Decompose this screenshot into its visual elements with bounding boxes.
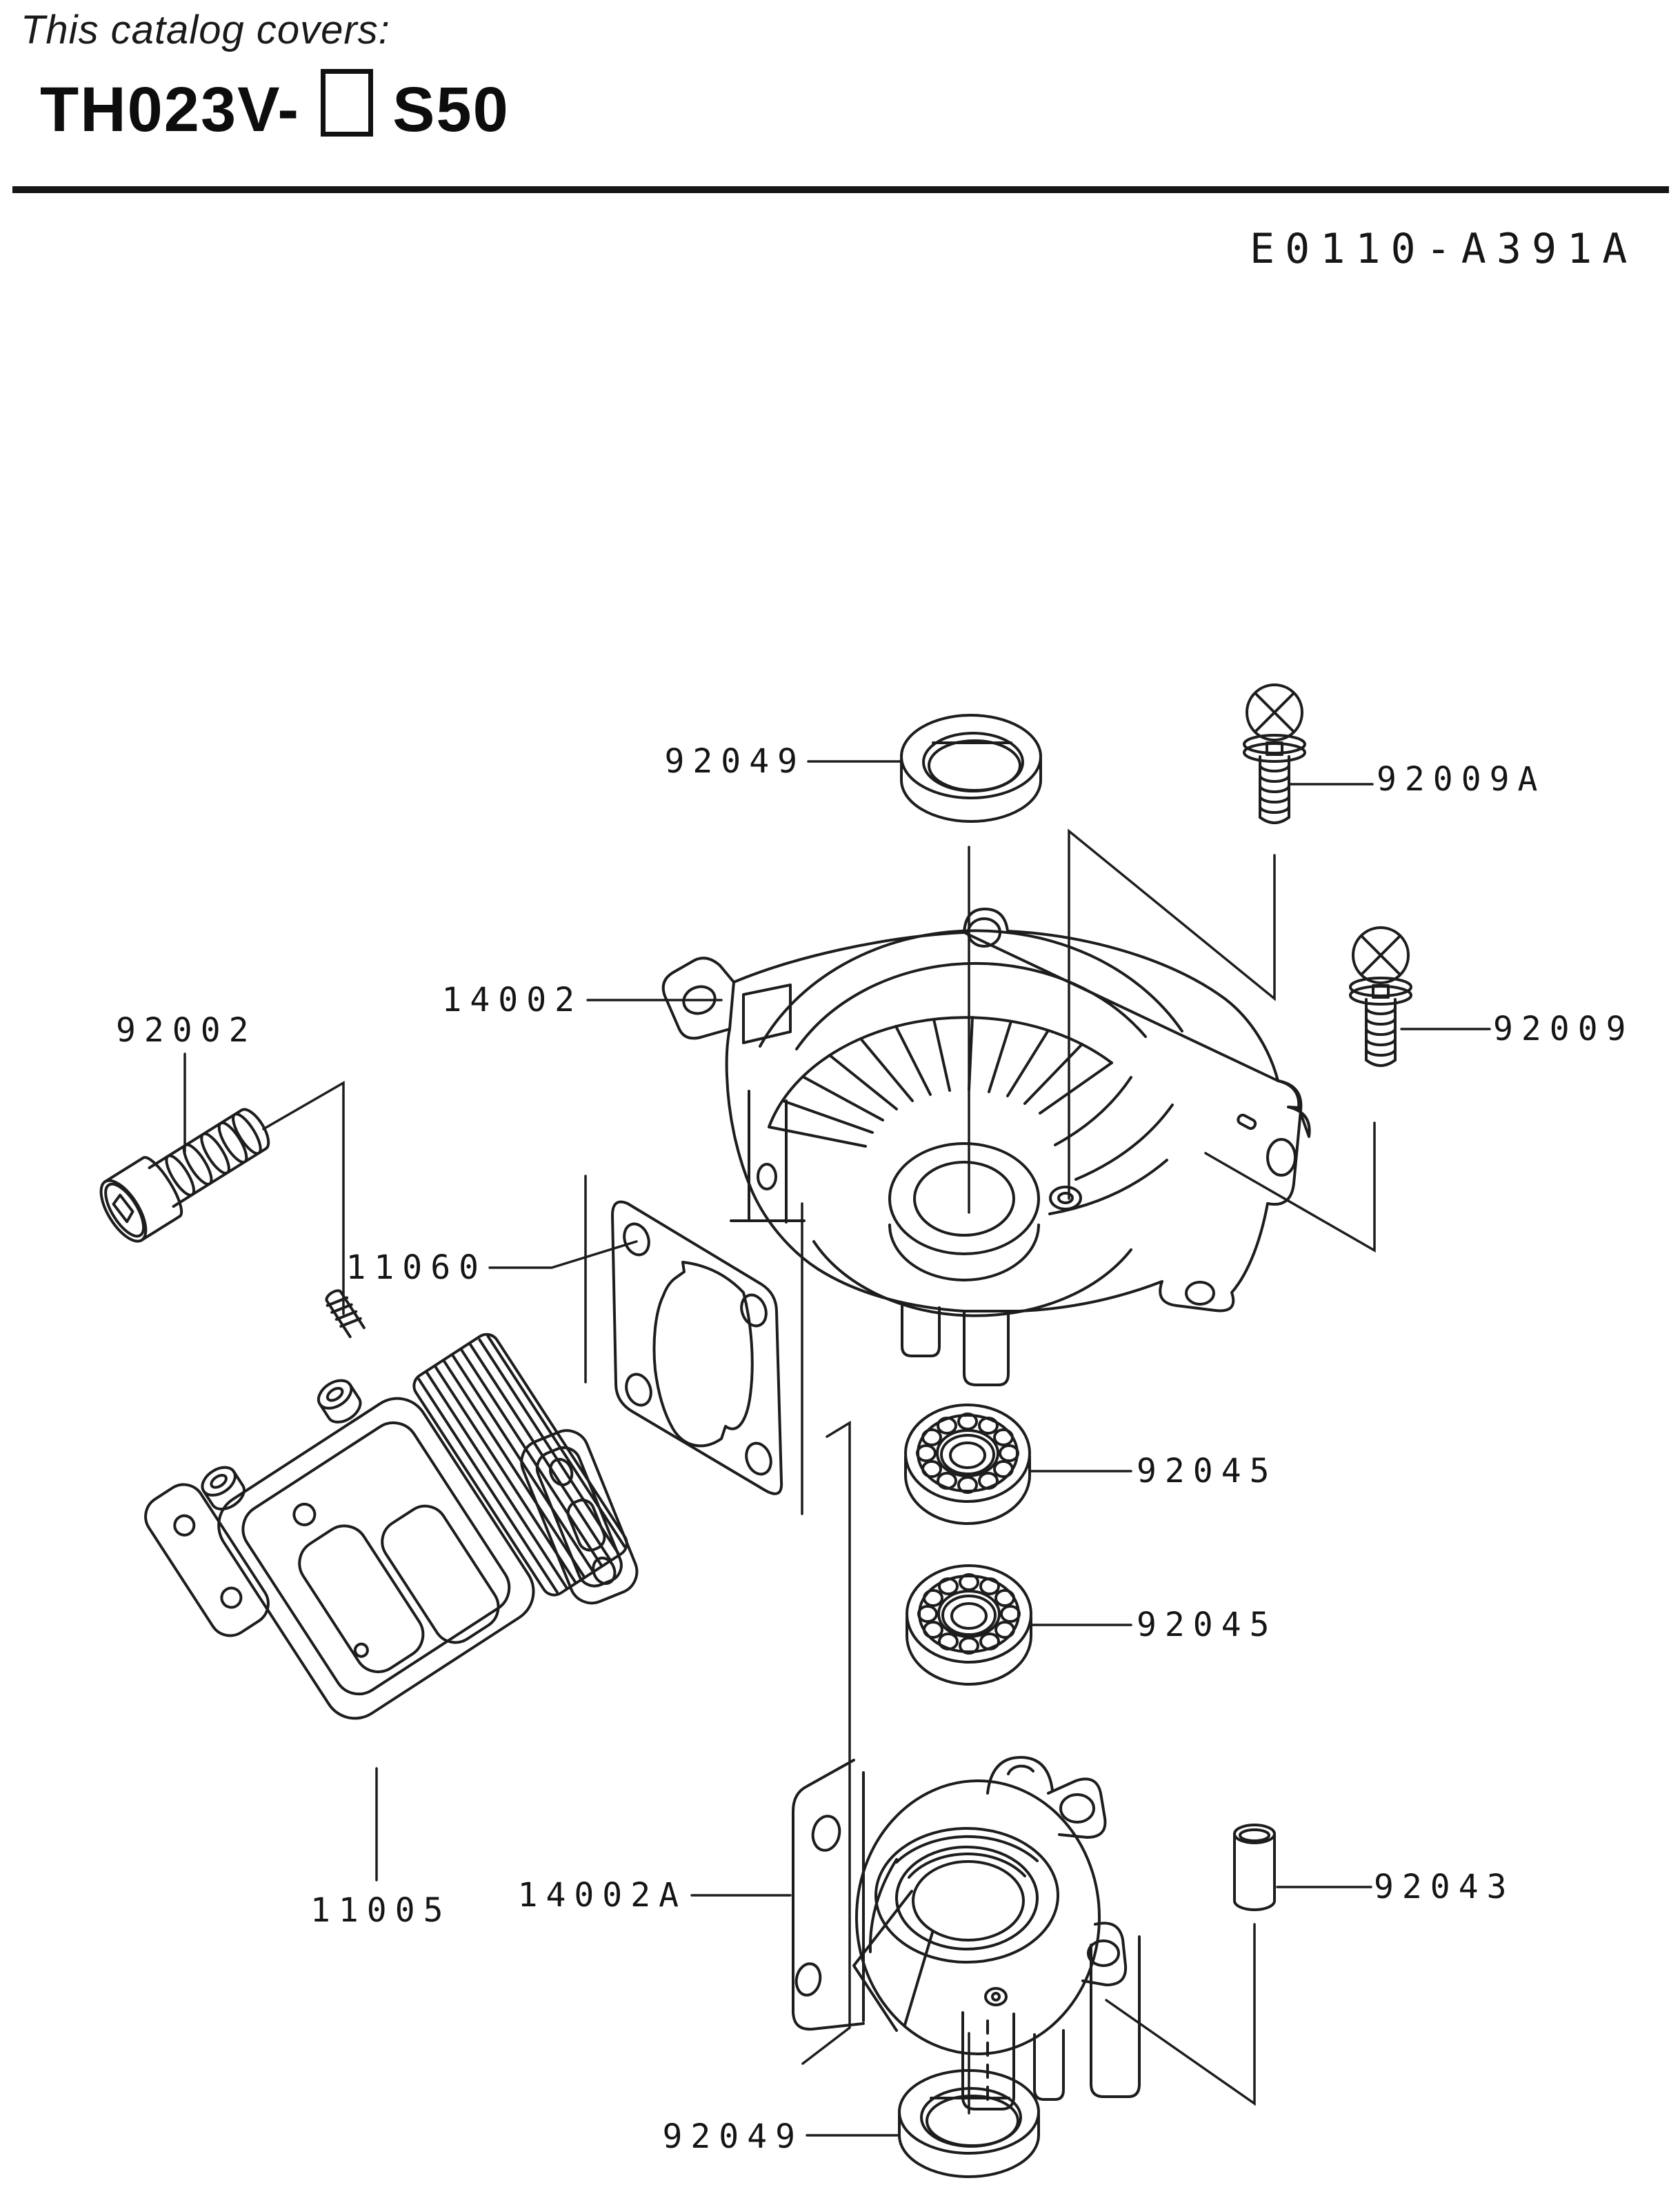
part-label-92045-upper: 92045 (1137, 1452, 1278, 1490)
ball-bearing-lower (906, 1564, 1032, 1686)
intake-flange (144, 1483, 270, 1637)
model-code-prefix: TH023V- (40, 74, 301, 145)
part-label-92009A: 92009A (1377, 760, 1546, 799)
diagram-code: E0110-A391A (1250, 225, 1638, 273)
path-92043-insertion (1105, 1923, 1256, 2106)
gasket-drawing (611, 1200, 783, 1495)
part-label-92009: 92009 (1493, 1010, 1634, 1048)
part-label-92002: 92002 (116, 1011, 257, 1050)
cylinder-drawing (144, 1289, 639, 1720)
part-label-seal-bottom: 92049 (662, 2117, 803, 2156)
fan-housing-drawing (661, 908, 1311, 1386)
ball-bearing-upper (904, 1404, 1031, 1525)
alignment-line-crank-axis (801, 1420, 851, 2065)
path-92009-insertion (1204, 1121, 1376, 1253)
pan-head-screw-92009A (1243, 683, 1306, 824)
model-code: TH023V- □ S50 (40, 69, 510, 146)
covers-caption: This catalog covers: (21, 8, 390, 52)
part-label-14002A: 14002A (517, 1876, 687, 1915)
pan-head-screw-92009 (1349, 926, 1412, 1067)
exhaust-flange (520, 1429, 639, 1605)
part-label-92043: 92043 (1374, 1868, 1515, 1906)
part-label-seal-top: 92049 (664, 742, 806, 781)
oil-seal-top (900, 714, 1042, 823)
socket-bolt-drawing (99, 1108, 270, 1243)
path-92009A-insertion (1068, 828, 1276, 1200)
leader-11060 (488, 1240, 638, 1269)
part-label-11005: 11005 (310, 1891, 452, 1930)
part-label-92045-lower: 92045 (1137, 1606, 1278, 1644)
dowel-pin-drawing (1233, 1824, 1276, 1911)
crankcase-drawing (792, 1756, 1141, 2110)
header-divider (12, 186, 1669, 193)
leader-and-construction-lines (183, 760, 1491, 2137)
model-variant-box: □ (321, 69, 374, 137)
path-92002-insertion (262, 1080, 345, 1315)
part-label-11060: 11060 (346, 1248, 487, 1287)
part-label-14002: 14002 (441, 981, 583, 1019)
model-code-suffix: S50 (392, 74, 510, 145)
